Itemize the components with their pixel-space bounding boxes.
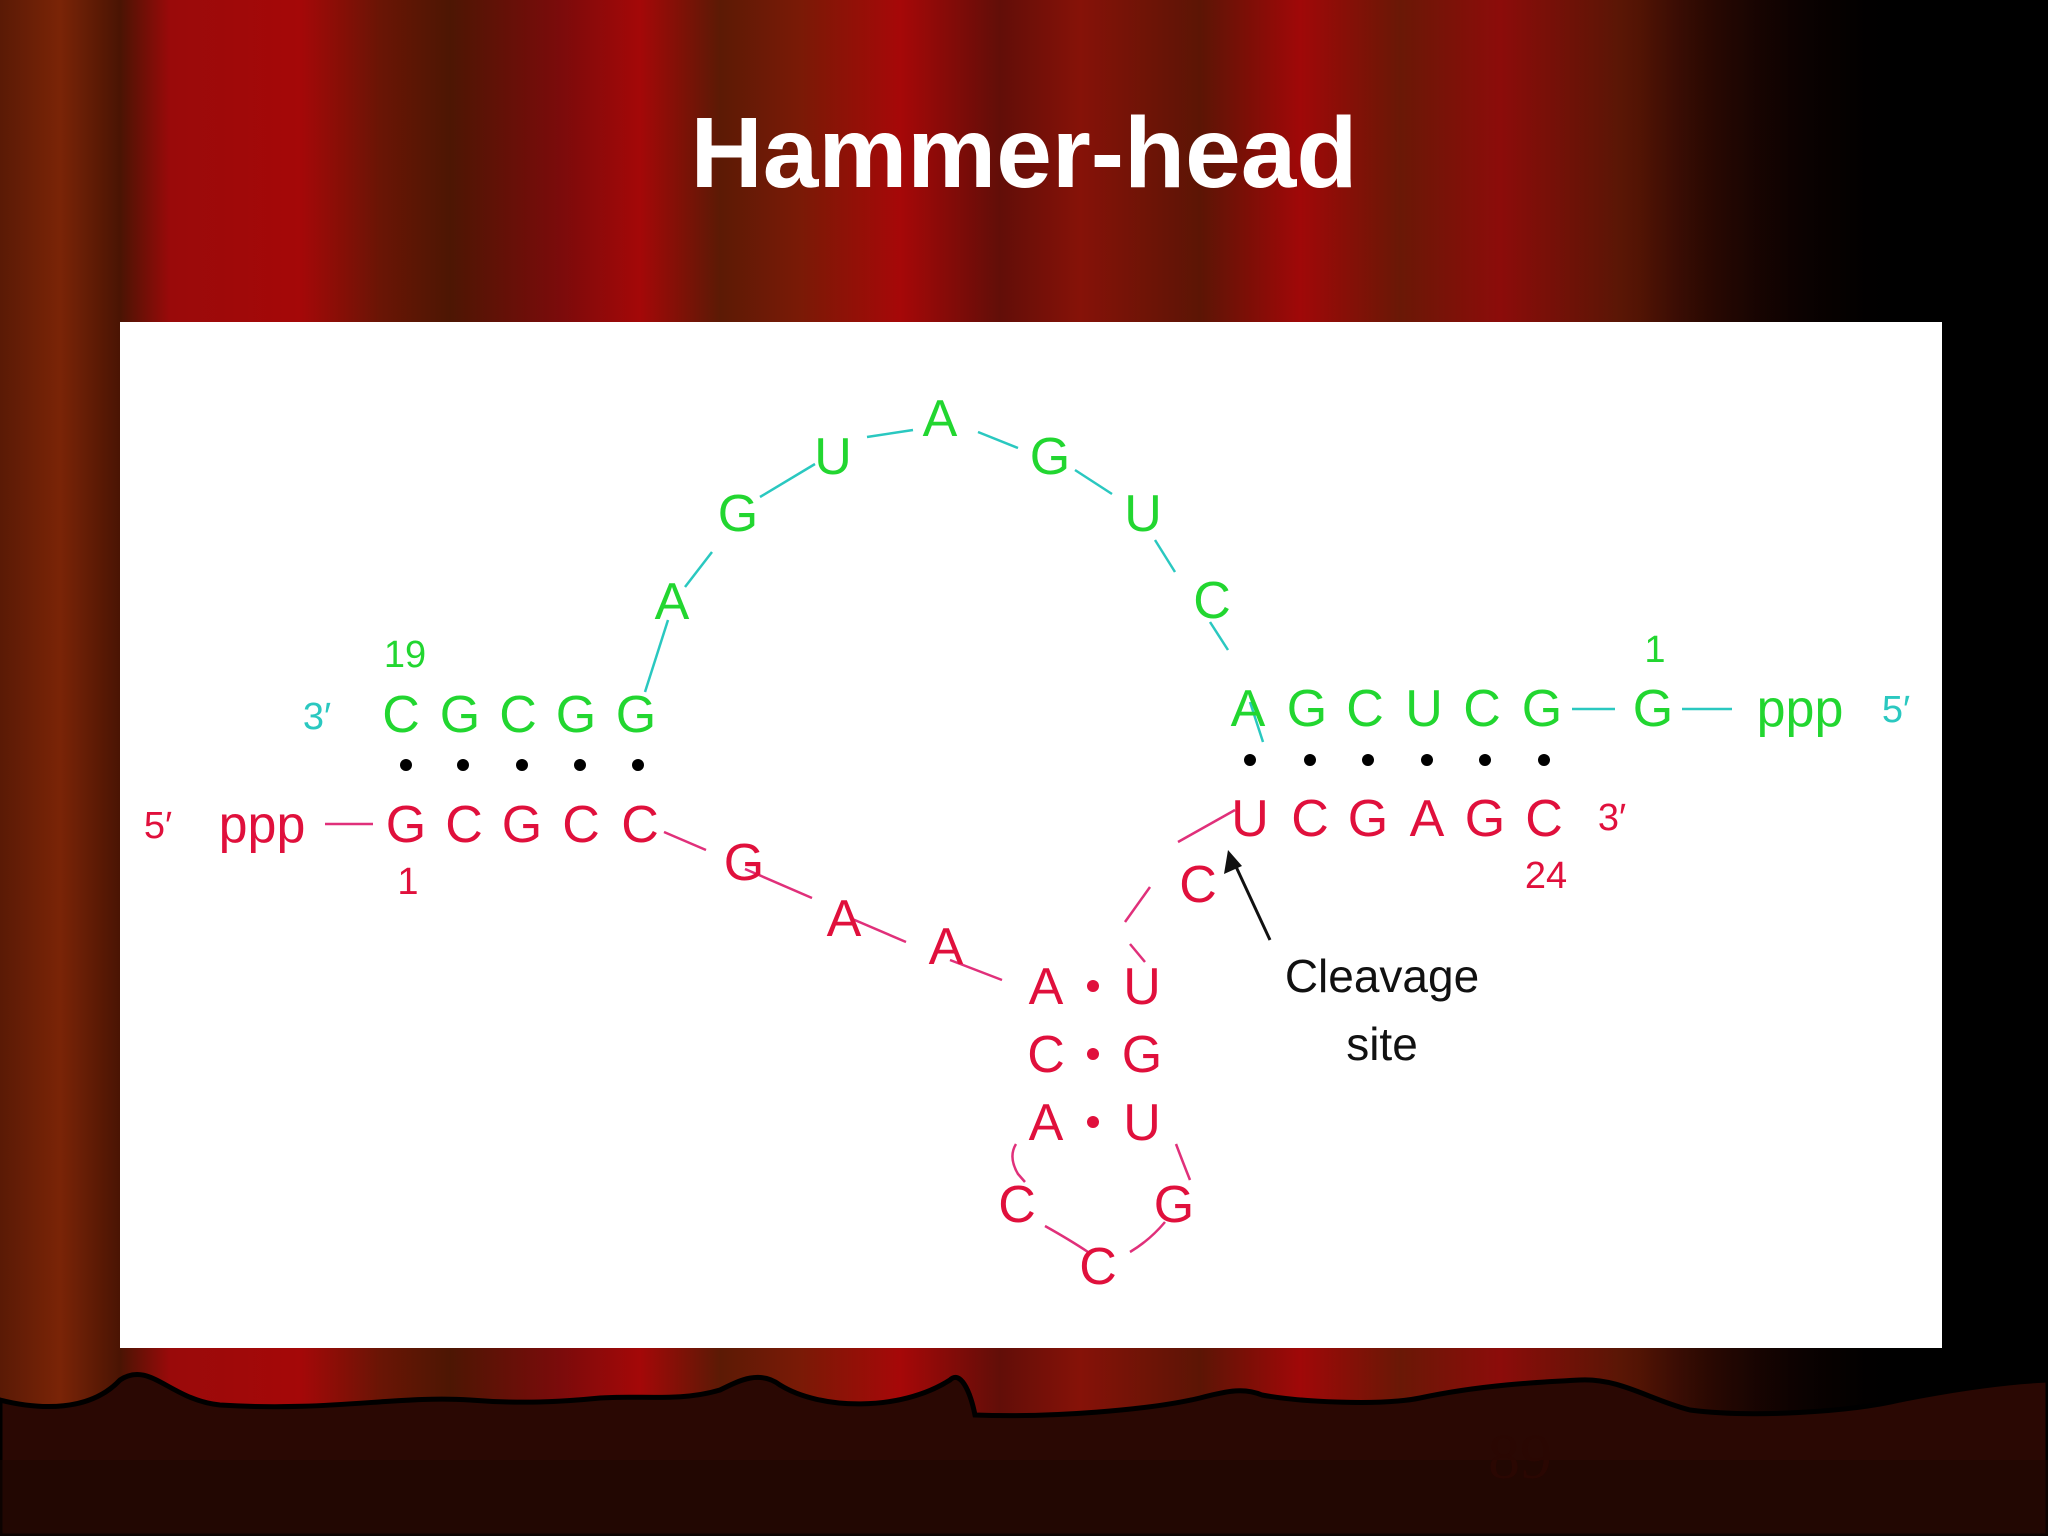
green-loop-base: A (923, 390, 958, 448)
green-right-helix-base: U (1405, 680, 1443, 738)
curtain-hem (0, 1372, 2048, 1536)
red-right-helix-base: G (1348, 790, 1388, 848)
green-left-helix-base: G (616, 686, 656, 744)
green-left-helix-base: G (556, 686, 596, 744)
red-right-number: 24 (1525, 855, 1567, 897)
red-right-helix-base: A (1410, 790, 1445, 848)
green-right-helix-base: C (1463, 680, 1501, 738)
red-5prime-label: 5′ (144, 805, 172, 847)
green-extra-base: G (1633, 680, 1673, 738)
red-left-number: 1 (397, 861, 418, 903)
red-right-helix-base: C (1525, 790, 1563, 848)
green-right-number: 1 (1644, 629, 1665, 671)
green-right-helix-base: A (1231, 680, 1266, 738)
red-linker-base: A (929, 918, 964, 976)
green-right-helix-base: G (1287, 680, 1327, 738)
green-right-helix-base: C (1346, 680, 1384, 738)
red-stem-right-base: G (1122, 1026, 1162, 1084)
red-hairpin-base: C (998, 1176, 1036, 1234)
stem-pair-dots (1087, 980, 1099, 1128)
green-right-helix-base: G (1522, 680, 1562, 738)
red-left-helix-base: C (445, 796, 483, 854)
diagram-panel: 3′ 19 C G C G G A G U A G U C A G C U C … (120, 322, 1942, 1348)
red-ppp-cap: ppp (219, 796, 306, 854)
green-loop-base: U (1124, 485, 1162, 543)
red-right-helix-base: U (1231, 790, 1269, 848)
hammerhead-ribozyme-diagram: 3′ 19 C G C G G A G U A G U C A G C U C … (144, 390, 1910, 1296)
green-left-number: 19 (384, 634, 426, 676)
green-loop-connectors (643, 428, 1732, 743)
green-loop-base: G (718, 485, 758, 543)
green-left-helix-base: C (499, 686, 537, 744)
cleavage-site-label-line1: Cleavage (1285, 950, 1479, 1002)
red-linker-right-base: C (1179, 856, 1217, 914)
green-ppp-cap: ppp (1757, 680, 1844, 738)
base-pair-dots (400, 754, 1550, 771)
green-left-helix-base: G (440, 686, 480, 744)
red-linker-base: G (724, 834, 764, 892)
red-strand-connectors (325, 808, 1236, 1254)
red-stem-left-base: C (1027, 1026, 1065, 1084)
green-loop-base: A (655, 573, 690, 631)
red-stem-left-base: A (1029, 958, 1064, 1016)
green-left-helix-base: C (382, 686, 420, 744)
red-3prime-label: 3′ (1598, 797, 1626, 839)
red-left-helix-base: G (386, 796, 426, 854)
green-loop-base: G (1030, 428, 1070, 486)
red-hairpin-base: G (1154, 1176, 1194, 1234)
green-loop-base: C (1193, 572, 1231, 630)
red-hairpin-base: C (1079, 1238, 1117, 1296)
green-5prime-label: 5′ (1882, 689, 1910, 731)
red-stem-left-base: A (1029, 1094, 1064, 1152)
red-right-helix-base: G (1465, 790, 1505, 848)
slide-title: Hammer-head (690, 97, 1358, 209)
red-right-helix-base: C (1291, 790, 1329, 848)
cleavage-arrow (1224, 850, 1272, 941)
red-left-helix-base: C (562, 796, 600, 854)
red-stem-right-base: U (1123, 1094, 1161, 1152)
red-left-helix-base: C (621, 796, 659, 854)
slide-number: 89 (1488, 1421, 1552, 1492)
green-loop-base: U (814, 428, 852, 486)
red-stem-right-base: U (1123, 958, 1161, 1016)
red-linker-base: A (827, 890, 862, 948)
red-left-helix-base: G (502, 796, 542, 854)
green-3prime-label: 3′ (303, 696, 331, 738)
cleavage-site-label-line2: site (1346, 1018, 1418, 1070)
